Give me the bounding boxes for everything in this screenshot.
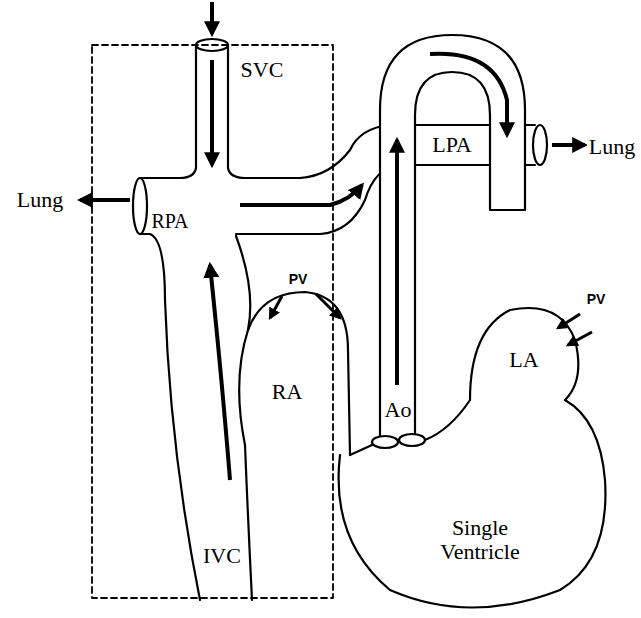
vein-arrow xyxy=(270,296,282,318)
flow-arrow xyxy=(210,2,214,34)
ventricle-outline xyxy=(339,400,606,608)
vessel-label: SVC xyxy=(239,58,286,82)
organ-label: Lung xyxy=(587,135,637,159)
valve-symbol xyxy=(399,434,425,446)
flow-arrow xyxy=(395,140,399,385)
vein-arrow xyxy=(316,294,340,318)
atrium-outline xyxy=(248,292,350,455)
vessel-opening xyxy=(196,39,228,51)
flow-arrow xyxy=(210,265,230,480)
vessel-label: RPA xyxy=(149,210,190,232)
dashed-region xyxy=(92,45,333,598)
chamber-label: Single Ventricle xyxy=(422,516,538,564)
valve-symbol xyxy=(372,436,398,448)
flow-arrow xyxy=(210,60,214,165)
ventricle-outline xyxy=(350,445,372,455)
aorta-outline xyxy=(380,35,525,440)
flow-arrow xyxy=(240,185,362,205)
vessel-label: IVC xyxy=(201,544,243,568)
flow-arrow xyxy=(430,54,507,135)
vessel-label: LPA xyxy=(430,133,474,157)
ventricle-outline xyxy=(425,400,470,440)
organ-label: Lung xyxy=(15,188,65,212)
atrium-outline xyxy=(470,308,578,400)
anastomosis-ring xyxy=(533,125,547,165)
vessel-label: Ao xyxy=(383,398,414,422)
flow-arrow xyxy=(80,198,130,202)
anastomosis-ring xyxy=(133,178,147,234)
svc-wall xyxy=(140,45,196,178)
vein-arrow xyxy=(558,314,580,328)
flow-arrow xyxy=(552,143,585,147)
vessel-label: PV xyxy=(585,292,608,307)
vein-arrow xyxy=(568,332,592,345)
vessel-label: PV xyxy=(287,272,310,287)
chamber-label: RA xyxy=(270,380,305,404)
ivc-wall xyxy=(140,234,200,600)
chamber-label: LA xyxy=(507,348,540,372)
